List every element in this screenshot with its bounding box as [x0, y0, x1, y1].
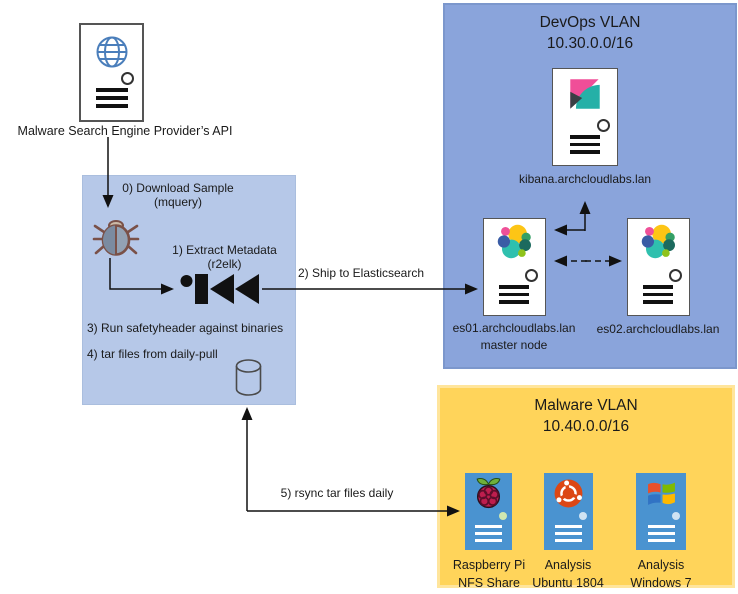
windows-host	[636, 473, 686, 550]
text-lines-icon	[570, 135, 600, 158]
elasticsearch-logo-icon	[497, 224, 531, 259]
text-lines-icon	[648, 525, 675, 546]
api-document-node	[79, 23, 144, 122]
status-circle-icon	[672, 512, 680, 520]
windows-logo-icon	[648, 482, 675, 505]
text-lines-icon	[555, 525, 582, 546]
malware-bug-icon	[92, 220, 140, 256]
text-lines-icon	[499, 285, 529, 308]
step3-label: 3) Run safetyheader against binaries	[87, 321, 284, 335]
elasticsearch-logo-icon	[641, 224, 675, 259]
step0-label: 0) Download Sample(mquery)	[122, 181, 234, 210]
database-cylinder-icon	[235, 359, 262, 396]
raspberry-pi-logo-icon	[476, 478, 501, 509]
step1-label: 1) Extract Metadata(r2elk)	[172, 243, 277, 272]
rsync-arrow-label: 5) rsync tar files daily	[280, 486, 394, 500]
globe-icon	[96, 36, 128, 68]
status-circle-icon	[579, 512, 587, 520]
ship-arrow-label: 2) Ship to Elasticsearch	[297, 266, 425, 280]
status-circle-icon	[499, 512, 507, 520]
kibana-logo-icon	[570, 79, 600, 109]
status-circle-icon	[597, 119, 610, 132]
text-lines-icon	[96, 88, 128, 112]
ubuntu-host	[544, 473, 593, 550]
raspberrypi-host	[465, 473, 512, 550]
status-circle-icon	[525, 269, 538, 282]
es02-node	[627, 218, 690, 316]
es02-label: es02.archcloudlabs.lan	[596, 322, 720, 336]
es01-node	[483, 218, 546, 316]
r2elk-camera-icon	[180, 274, 259, 304]
text-lines-icon	[475, 525, 502, 546]
kibana-node	[552, 68, 618, 166]
api-node-label: Malware Search Engine Provider’s API	[17, 124, 233, 138]
step4-label: 4) tar files from daily-pull	[87, 347, 218, 361]
ubuntu-logo-icon	[554, 479, 583, 508]
status-circle-icon	[669, 269, 682, 282]
text-lines-icon	[643, 285, 673, 308]
status-circle-icon	[121, 72, 134, 85]
kibana-label: kibana.archcloudlabs.lan	[518, 172, 652, 186]
